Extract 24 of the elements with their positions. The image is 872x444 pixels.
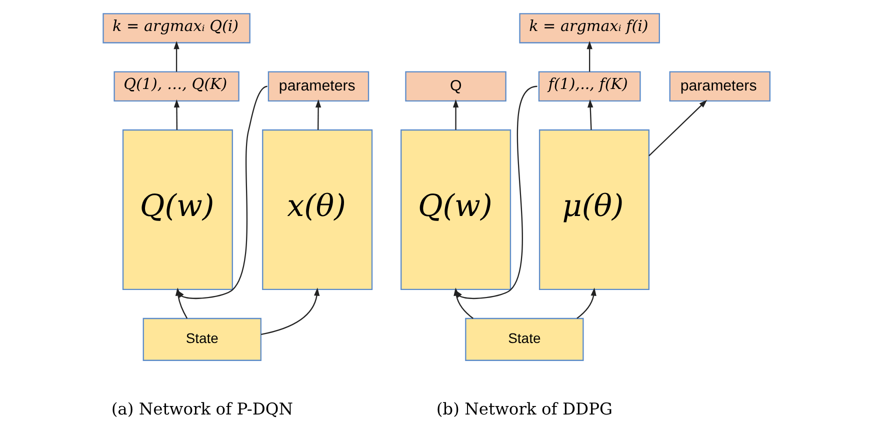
arrow	[174, 98, 180, 130]
node-box: Q(1), …, Q(K)	[114, 70, 240, 101]
arrow	[648, 99, 708, 156]
node-box: μ(θ)	[538, 128, 650, 290]
arrow	[576, 287, 596, 318]
arrow	[174, 40, 180, 72]
node-box: x(θ)	[262, 128, 373, 290]
node-box: Q(w)	[122, 128, 233, 290]
node-box: State	[142, 317, 262, 360]
node-box: Q	[405, 70, 506, 101]
node-box: State	[465, 317, 584, 360]
label: (a) Network of P-DQN	[111, 399, 293, 418]
node-box: k = argmaxᵢ Q(i)	[102, 12, 250, 43]
arrow	[588, 98, 594, 130]
label: (b) Network of DDPG	[436, 399, 613, 418]
arrow	[452, 98, 459, 130]
node-box: f(1),.., f(K)	[538, 70, 641, 101]
node-box: parameters	[669, 70, 770, 101]
node-box: parameters	[268, 70, 370, 101]
node-box: k = argmaxᵢ f(i)	[519, 12, 660, 43]
node-box: Q(w)	[400, 128, 512, 290]
arrow	[586, 40, 592, 72]
arrow	[315, 98, 322, 130]
arrow	[260, 287, 320, 335]
